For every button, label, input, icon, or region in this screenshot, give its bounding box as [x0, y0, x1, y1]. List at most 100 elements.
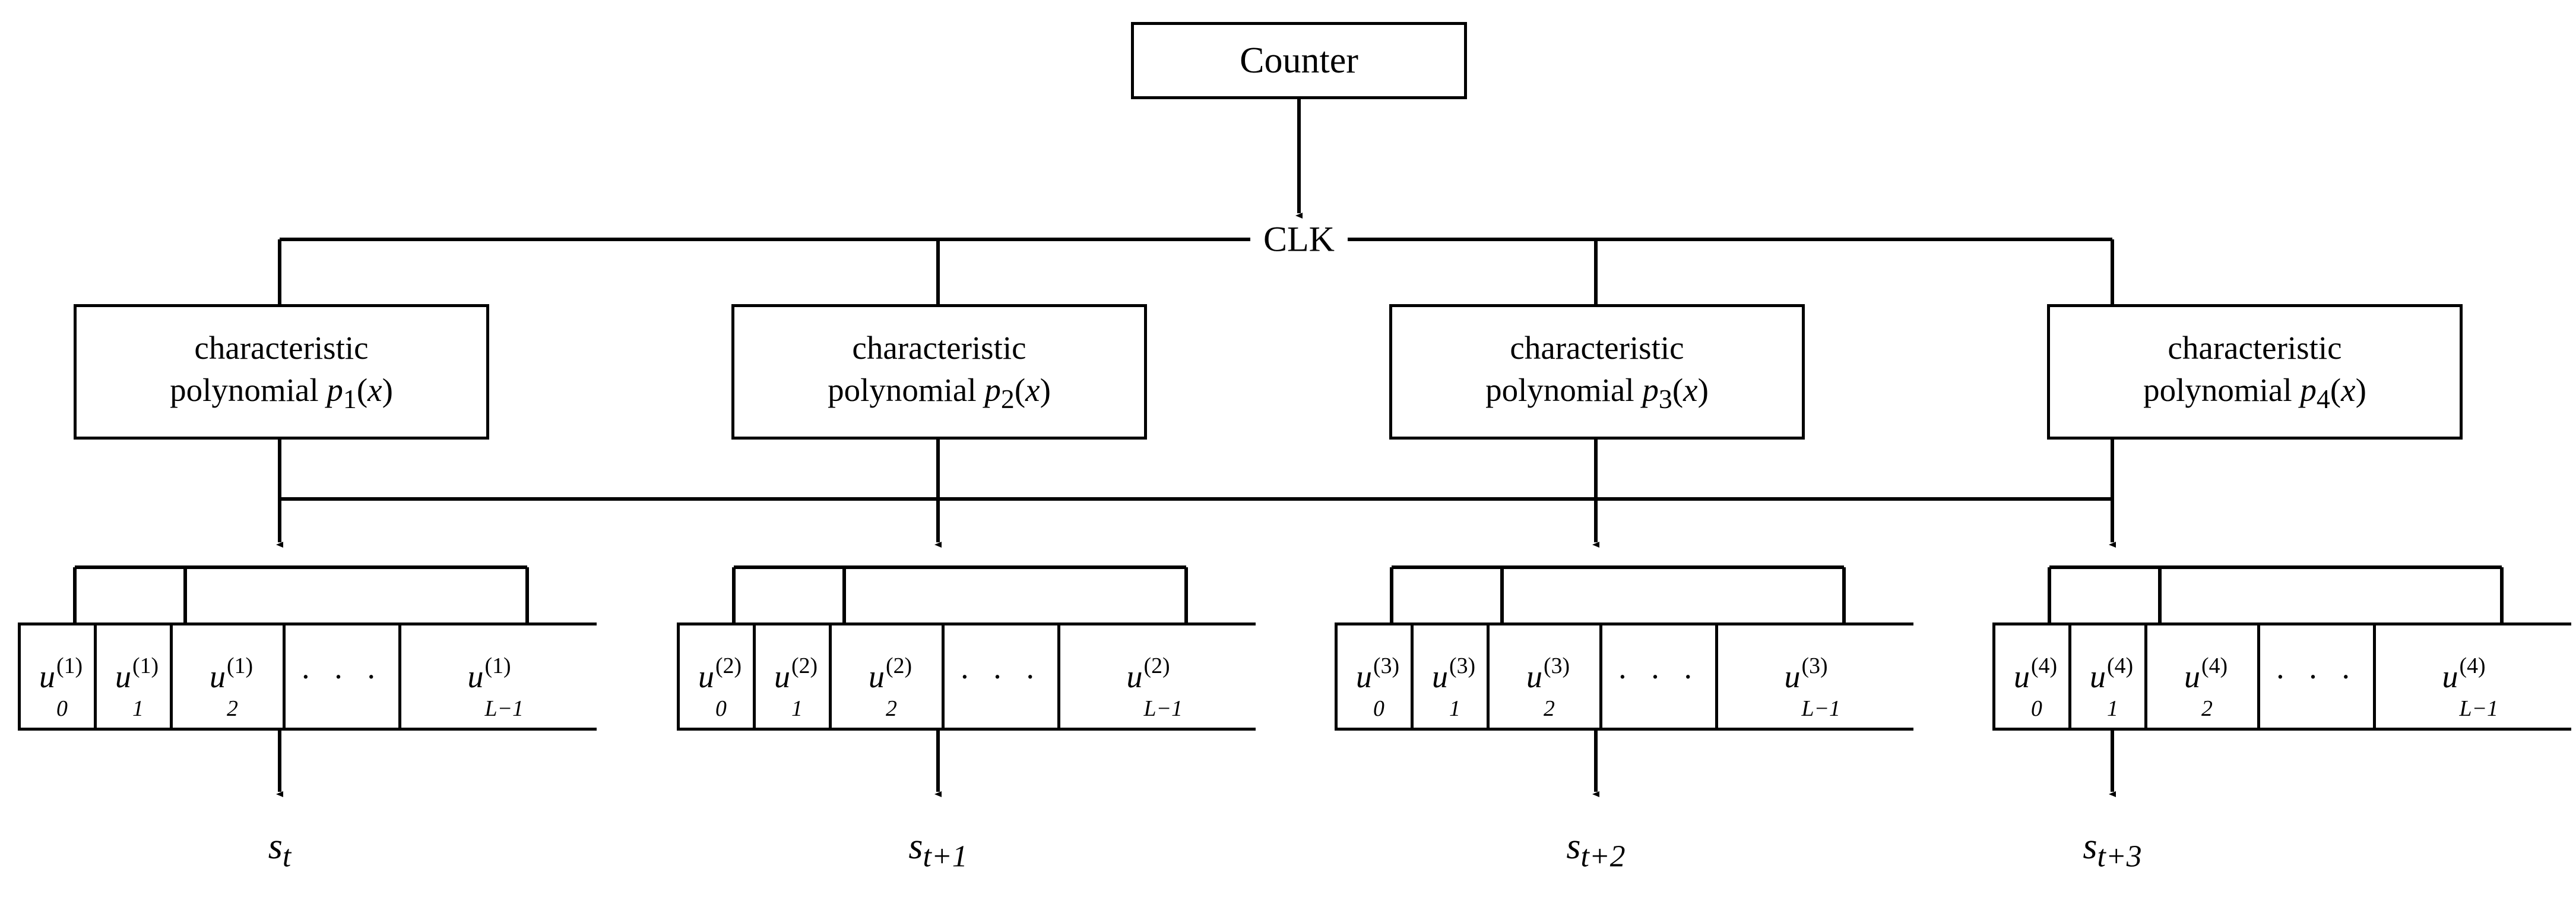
cell-subscript: 2: [2201, 696, 2213, 721]
poly-word: polynomial: [2143, 372, 2301, 409]
register-cell[interactable]: u(3)2: [1490, 625, 1602, 728]
cell-subscript: 2: [227, 696, 238, 721]
register-cell[interactable]: u(2)L−1: [1060, 625, 1259, 728]
register-cell[interactable]: u(2) 2: [832, 625, 945, 728]
output-label-2: st+1: [908, 826, 967, 874]
poly-argument: (x): [1014, 372, 1051, 409]
ellipsis-glyph: · · ·: [300, 659, 384, 694]
cell-base: u: [1526, 659, 1542, 694]
register-cell[interactable]: u(1)2: [173, 625, 286, 728]
register-cell-ellipsis[interactable]: · · ·: [2260, 625, 2376, 728]
poly-argument: (x): [1672, 372, 1709, 409]
register-cell-ellipsis[interactable]: · · ·: [945, 625, 1060, 728]
poly-line-1: characteristic: [2168, 329, 2342, 366]
ellipsis-glyph: · · ·: [959, 659, 1043, 694]
cell-subscript: 2: [886, 696, 897, 721]
register-cell[interactable]: u(3) 0: [1338, 625, 1414, 728]
register-cell[interactable]: u(3)1: [1414, 625, 1490, 728]
cell-subscript: 0: [1373, 696, 1384, 721]
poly-line-2: polynomial p2(x): [828, 369, 1051, 417]
cell-base: u: [1356, 659, 1372, 694]
counter-block[interactable]: Counter: [1131, 22, 1467, 99]
output-subscript: t+3: [2097, 839, 2142, 874]
cell-superscript: (2): [886, 653, 912, 678]
register-cell-symbol: u(1)L−1: [467, 653, 534, 721]
cell-base: u: [1126, 659, 1143, 694]
poly-word: polynomial: [828, 372, 985, 409]
cell-superscript: (3): [1449, 653, 1476, 678]
register-cell-ellipsis[interactable]: · · ·: [1602, 625, 1718, 728]
cell-base: u: [1784, 659, 1801, 694]
poly-line-1: characteristic: [852, 329, 1026, 366]
output-base: s: [908, 826, 923, 867]
register-cell[interactable]: u(1)1: [97, 625, 173, 728]
cell-superscript: (4): [2459, 653, 2486, 678]
cell-subscript: L−1: [2459, 696, 2498, 721]
cell-superscript: (1): [484, 653, 511, 678]
cell-subscript: 1: [132, 696, 144, 721]
poly-symbol: p: [1642, 372, 1659, 409]
register-cell-symbol: u(4)L−1: [2442, 653, 2508, 721]
cell-base: u: [467, 659, 484, 694]
register-cell[interactable]: u(4)2: [2147, 625, 2260, 728]
cell-superscript: (3): [1373, 653, 1400, 678]
register-cell-symbol: u(2) 2: [869, 653, 912, 721]
cell-superscript: (1): [56, 653, 83, 678]
cell-base: u: [2090, 659, 2106, 694]
poly-symbol: p: [984, 372, 1001, 409]
register-cell[interactable]: u(1)0: [21, 625, 97, 728]
counter-label: Counter: [1240, 40, 1358, 81]
poly-word: polynomial: [170, 372, 327, 409]
cell-subscript: 0: [715, 696, 727, 721]
cell-subscript: 1: [791, 696, 803, 721]
register-cell-symbol: u(2) 0: [698, 653, 742, 721]
cell-superscript: (1): [132, 653, 159, 678]
cell-base: u: [39, 659, 55, 694]
output-base: s: [1566, 826, 1581, 867]
register-cell-symbol: u(3) 0: [1356, 653, 1399, 721]
poly-argument: (x): [356, 372, 393, 409]
register-cell[interactable]: u(1)L−1: [401, 625, 600, 728]
register-cell[interactable]: u(2)1: [756, 625, 832, 728]
poly-argument: (x): [2330, 372, 2366, 409]
output-base: s: [268, 826, 283, 867]
register-cell-symbol: u(1)0: [39, 653, 83, 721]
register-cell-ellipsis[interactable]: · · ·: [286, 625, 401, 728]
register-cell[interactable]: u(3)L−1: [1718, 625, 1916, 728]
poly-word: polynomial: [1485, 372, 1643, 409]
cell-base: u: [698, 659, 714, 694]
ellipsis-glyph: · · ·: [1617, 659, 1701, 694]
poly-symbol: p: [2300, 372, 2317, 409]
cell-base: u: [2184, 659, 2200, 694]
clk-label: CLK: [1254, 219, 1344, 260]
cell-subscript: L−1: [1143, 696, 1183, 721]
cell-base: u: [869, 659, 885, 694]
cell-subscript: 0: [2031, 696, 2042, 721]
cell-subscript: 1: [2107, 696, 2118, 721]
register-cell[interactable]: u(4)0: [1995, 625, 2071, 728]
output-base: s: [2083, 826, 2097, 867]
cell-superscript: (2): [715, 653, 742, 678]
poly-line-2: polynomial p4(x): [2143, 369, 2366, 417]
register-cell-symbol: u(4)2: [2184, 653, 2228, 721]
poly-line-1: characteristic: [194, 329, 369, 366]
register-cell-symbol: u(1)2: [210, 653, 253, 721]
register-cell[interactable]: u(4)L−1: [2376, 625, 2574, 728]
cell-base: u: [210, 659, 226, 694]
register-cell[interactable]: u(4)1: [2071, 625, 2147, 728]
register-cell-symbol: u(3)1: [1432, 653, 1475, 721]
output-subscript: t: [282, 839, 291, 874]
poly-line-2: polynomial p3(x): [1485, 369, 1709, 417]
poly-index: 3: [1658, 384, 1672, 415]
poly-index: 4: [2316, 384, 2330, 415]
register-cell[interactable]: u(2) 0: [680, 625, 756, 728]
